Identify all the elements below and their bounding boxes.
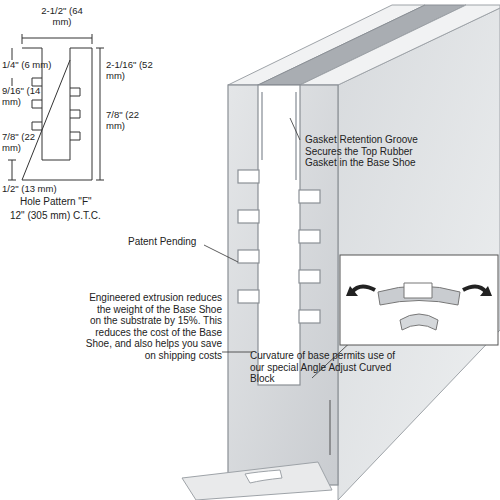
retention-lip <box>295 92 297 180</box>
dimension-label: 2-1/16" (52 mm) <box>106 60 158 82</box>
callout-note: Curvature of base permits use of our spe… <box>250 350 408 385</box>
callout-note: Gasket Retention Groove Secures the Top … <box>305 134 425 169</box>
glass-channel <box>258 85 300 385</box>
dimension-label: 9/16" (14 mm) <box>2 86 46 108</box>
dimension-label: Hole Pattern "F" <box>20 196 140 208</box>
weight-reduction-slots <box>238 170 320 323</box>
extrusion-side <box>338 8 500 500</box>
callout-note: Engineered extrusion reduces the weight … <box>84 292 222 361</box>
dimension-label: 12" (305 mm) C.T.C. <box>10 210 150 222</box>
dimension-label: 7/8" (22 mm) <box>2 132 36 154</box>
angle-adjust-block <box>182 462 332 500</box>
dimension-label: 1/2" (13 mm) <box>2 184 66 195</box>
retention-lip <box>261 92 263 160</box>
dimension-label: 7/8" (22 mm) <box>106 110 158 132</box>
extrusion-top-right <box>300 5 500 85</box>
inset-curved-block <box>340 255 498 345</box>
dimension-label: 2-1/2" (64 mm) <box>36 6 88 28</box>
profile-thumbnail <box>8 34 104 180</box>
dimension-label: 1/4" (6 mm) <box>2 60 62 71</box>
leader-line <box>204 118 355 455</box>
callout-note: Patent Pending <box>128 236 208 248</box>
